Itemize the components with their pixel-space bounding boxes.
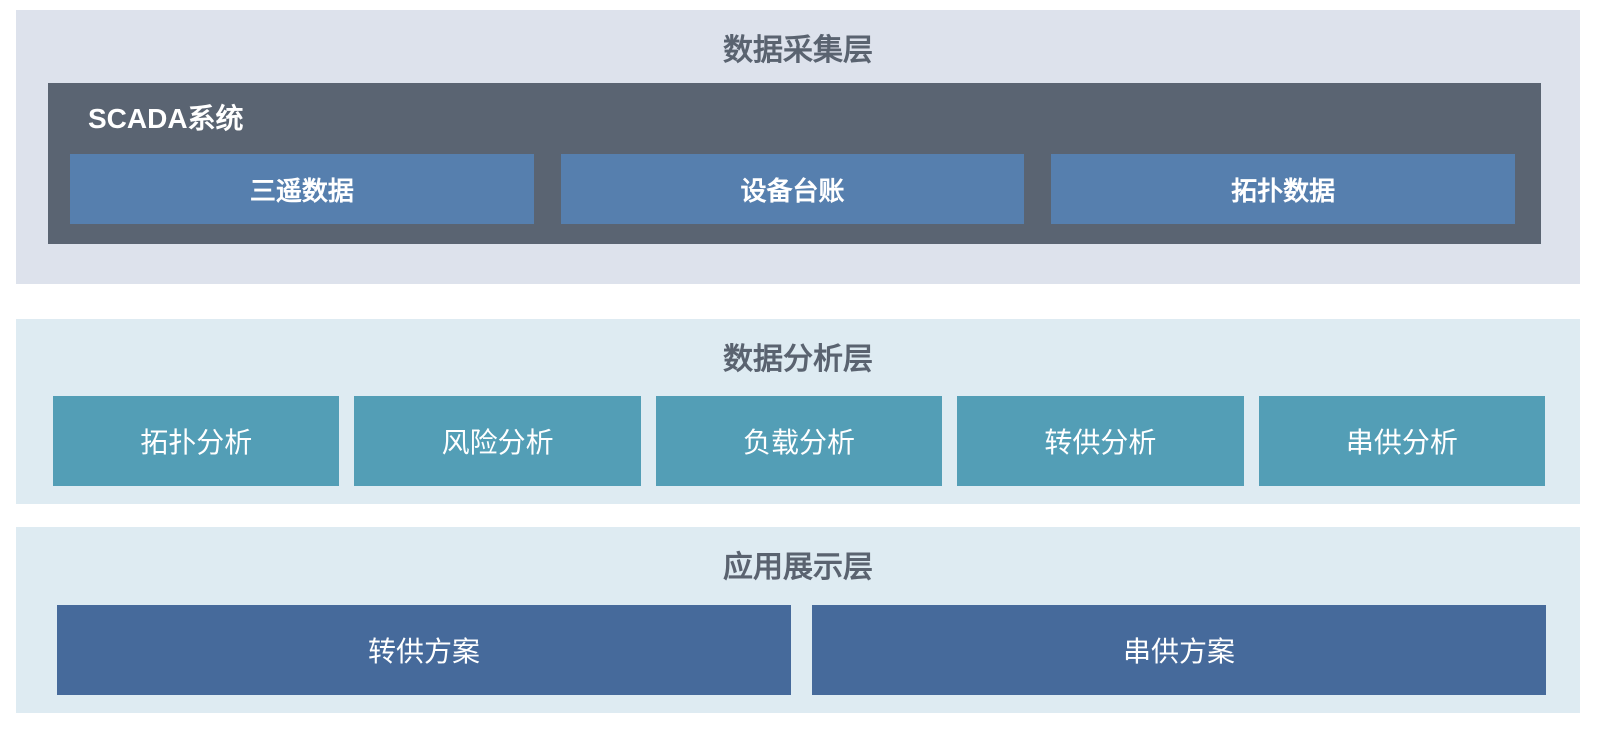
architecture-diagram: 数据采集层 SCADA系统 三遥数据 设备台账 拓扑数据 数据分析层 拓扑分析 … [0, 10, 1597, 738]
layer-title-application-display: 应用展示层 [723, 551, 873, 584]
layer-application-display: 应用展示层 转供方案 串供方案 [16, 527, 1580, 713]
scada-items-row: 三遥数据 设备台账 拓扑数据 [70, 154, 1516, 224]
box-series-supply-plan: 串供方案 [812, 605, 1546, 695]
application-items-row: 转供方案 串供方案 [57, 605, 1546, 695]
scada-system-group: SCADA系统 三遥数据 设备台账 拓扑数据 [48, 83, 1541, 244]
box-telemetry-data: 三遥数据 [70, 154, 534, 224]
layer-title-data-collection: 数据采集层 [723, 34, 873, 67]
box-series-supply-analysis: 串供分析 [1258, 396, 1546, 486]
box-transfer-supply-analysis: 转供分析 [957, 396, 1244, 486]
box-topology-data: 拓扑数据 [1051, 154, 1516, 224]
box-equipment-ledger: 设备台账 [560, 154, 1025, 224]
analysis-items-row: 拓扑分析 风险分析 负载分析 转供分析 串供分析 [53, 396, 1546, 486]
layer-data-collection: 数据采集层 SCADA系统 三遥数据 设备台账 拓扑数据 [16, 10, 1580, 284]
scada-system-label: SCADA系统 [88, 103, 244, 134]
box-load-analysis: 负载分析 [655, 396, 943, 486]
box-topology-analysis: 拓扑分析 [53, 396, 340, 486]
layer-data-analysis: 数据分析层 拓扑分析 风险分析 负载分析 转供分析 串供分析 [16, 319, 1580, 504]
layer-title-data-analysis: 数据分析层 [723, 343, 873, 376]
box-transfer-supply-plan: 转供方案 [57, 605, 791, 695]
box-risk-analysis: 风险分析 [354, 396, 641, 486]
